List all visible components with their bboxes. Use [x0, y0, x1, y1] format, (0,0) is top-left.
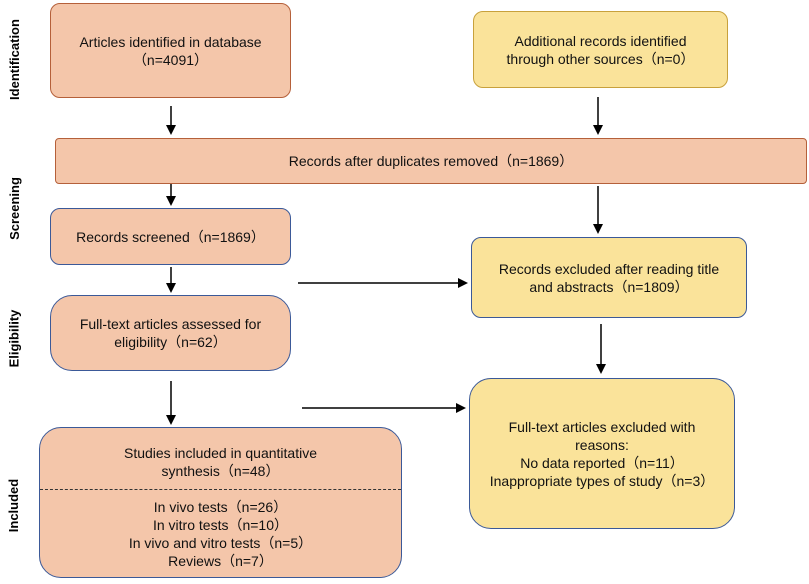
box-fulltext-excluded: Full-text articles excluded with reasons… [469, 378, 735, 529]
box-additional-records: Additional records identified through ot… [473, 11, 728, 88]
box-records-excluded: Records excluded after reading title and… [471, 237, 747, 318]
box-excluded-line2: and abstracts（n=1809） [529, 278, 689, 295]
box-duplicates-line1: Records after duplicates removed（n=1869） [288, 153, 574, 169]
box-screened-line1: Records screened（n=1869） [76, 228, 265, 245]
included-item: In vivo tests（n=26） [153, 499, 288, 515]
box-identified-articles: Articles identified in database （n=4091） [50, 3, 291, 98]
included-item: Reviews（n=7） [168, 553, 273, 569]
box-additional-line2: through other sources（n=0） [506, 50, 695, 67]
box-identified-line2: （n=4091） [132, 51, 209, 68]
box-included-line1: Studies included in quantitative [123, 445, 318, 461]
box-fulltext-excluded-line4: Inappropriate types of study（n=3） [489, 472, 715, 489]
box-included-line2: synthesis（n=48） [161, 463, 280, 479]
box-fulltext-assessed: Full-text articles assessed for eligibil… [50, 295, 291, 371]
box-identified-line1: Articles identified in database [79, 33, 262, 50]
box-fulltext-excluded-line2: reasons: [575, 436, 629, 453]
included-item: In vitro tests（n=10） [152, 517, 288, 533]
included-item: In vivo and vitro tests（n=5） [128, 535, 313, 551]
box-studies-included: Studies included in quantitative synthes… [39, 427, 402, 578]
box-duplicates-removed: Records after duplicates removed（n=1869） [55, 138, 807, 184]
box-fulltext-line1: Full-text articles assessed for [79, 316, 262, 332]
box-records-screened: Records screened（n=1869） [50, 208, 291, 265]
box-fulltext-excluded-line1: Full-text articles excluded with [508, 418, 696, 435]
box-excluded-line1: Records excluded after reading title [498, 260, 720, 277]
box-fulltext-excluded-line3: No data reported（n=11） [520, 454, 684, 471]
box-additional-line1: Additional records identified [514, 32, 687, 49]
box-fulltext-line2: eligibility（n=62） [114, 334, 227, 350]
included-divider [40, 489, 401, 490]
